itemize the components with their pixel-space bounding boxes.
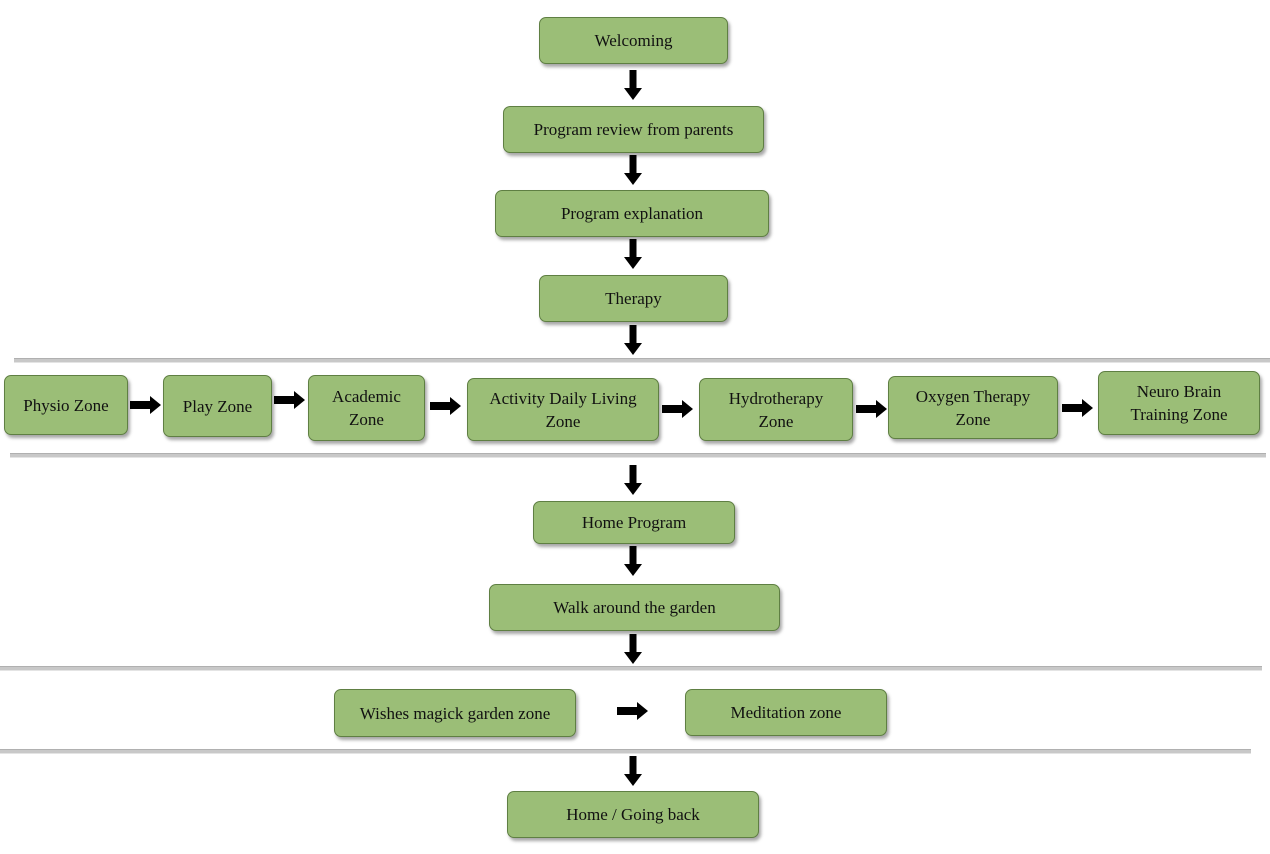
arrow-down-icon [624, 546, 642, 576]
arrow-right-icon [130, 396, 161, 414]
zone-activity-daily-living-box: Activity Daily Living Zone [467, 378, 659, 441]
welcoming-label: Welcoming [594, 31, 673, 50]
zone-play-box: Play Zone [163, 375, 272, 437]
arrow-right-icon [1062, 399, 1093, 417]
zone-label: Activity Daily Living Zone [489, 388, 637, 431]
arrow-down-icon [624, 70, 642, 100]
home-going-back-label: Home / Going back [566, 805, 700, 824]
zone-hydrotherapy-box: Hydrotherapy Zone [699, 378, 853, 441]
home-program-label: Home Program [581, 513, 687, 532]
program-review-box: Program review from parents [503, 106, 764, 153]
zone-label: Physio Zone [23, 395, 109, 415]
arrow-right-icon [617, 702, 648, 720]
arrow-right-icon [274, 391, 305, 409]
zone-oxygen-therapy-box: Oxygen Therapy Zone [888, 376, 1058, 439]
arrow-down-icon [624, 239, 642, 269]
arrow-down-icon [624, 756, 642, 786]
wishes-garden-label: Wishes magick garden zone [359, 703, 551, 723]
arrow-down-icon [624, 634, 642, 664]
zones-bottom-divider [10, 453, 1266, 458]
garden-top-divider [0, 666, 1262, 671]
program-review-label: Program review from parents [533, 120, 734, 139]
arrow-right-icon [662, 400, 693, 418]
program-explanation-box: Program explanation [495, 190, 769, 237]
home-program-box: Home Program [533, 501, 735, 544]
arrow-right-icon [430, 397, 461, 415]
zone-label: Hydrotherapy Zone [728, 388, 824, 431]
zone-label: Neuro Brain Training Zone [1130, 382, 1228, 424]
welcoming-box: Welcoming [539, 17, 728, 64]
arrow-right-icon [856, 400, 887, 418]
meditation-label: Meditation zone [730, 703, 842, 722]
program-explanation-label: Program explanation [560, 204, 704, 223]
zone-neuro-brain-training-box: Neuro Brain Training Zone [1098, 371, 1260, 435]
arrow-down-icon [624, 155, 642, 185]
zone-label: Oxygen Therapy Zone [915, 386, 1031, 429]
meditation-box: Meditation zone [685, 689, 887, 736]
home-going-back-box: Home / Going back [507, 791, 759, 838]
arrow-down-icon [624, 325, 642, 355]
zone-physio-box: Physio Zone [4, 375, 128, 435]
therapy-box: Therapy [539, 275, 728, 322]
arrow-down-icon [624, 465, 642, 495]
zone-academic-box: Academic Zone [308, 375, 425, 441]
zone-label: Academic Zone [332, 387, 401, 429]
zones-top-divider [14, 358, 1270, 363]
wishes-garden-box: Wishes magick garden zone [334, 689, 576, 737]
walk-garden-label: Walk around the garden [553, 598, 716, 617]
garden-bottom-divider [0, 749, 1251, 754]
walk-garden-box: Walk around the garden [489, 584, 780, 631]
therapy-label: Therapy [605, 289, 662, 308]
zone-label: Play Zone [182, 396, 253, 416]
